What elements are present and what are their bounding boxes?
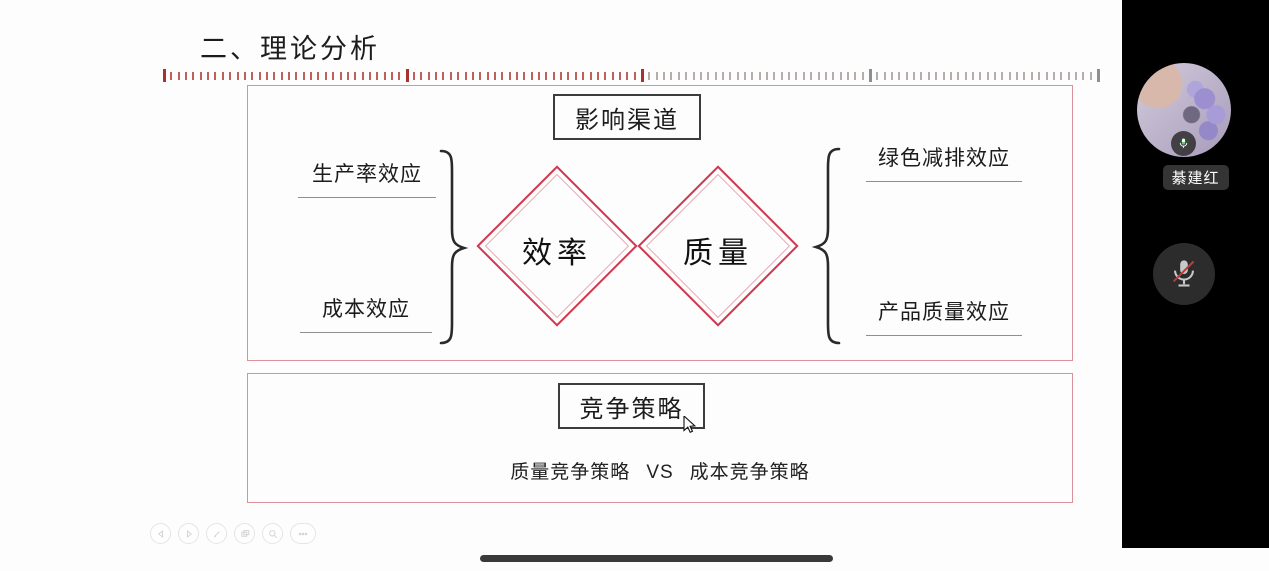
slide-title: 二、理论分析 xyxy=(200,34,380,64)
effect-cost-label: 成本效应 xyxy=(300,293,432,333)
strategy-box: 竞争策略 xyxy=(558,383,705,429)
strategy-frame xyxy=(247,373,1073,503)
muted-participant-tile[interactable] xyxy=(1153,243,1215,305)
mouse-cursor xyxy=(683,414,699,439)
strategy-comparison-line: 质量竞争策略 VS 成本竞争策略 xyxy=(247,457,1073,484)
microphone-muted-icon xyxy=(1173,260,1194,287)
cost-strategy-text: 成本竞争策略 xyxy=(689,462,810,483)
vs-text: VS xyxy=(646,462,674,483)
channels-frame xyxy=(247,85,1073,361)
participant-name: 綦建红 xyxy=(1162,165,1229,190)
progress-ruler xyxy=(163,69,1100,83)
effect-productivity-label: 生产率效应 xyxy=(298,158,436,198)
more-options-icon[interactable] xyxy=(290,523,316,544)
effect-green-emission-label: 绿色减排效应 xyxy=(866,142,1022,182)
pen-icon[interactable] xyxy=(206,523,227,544)
quality-label: 质量 xyxy=(683,237,753,270)
magnifier-icon[interactable] xyxy=(262,523,283,544)
right-curly-brace xyxy=(436,149,469,350)
channel-box: 影响渠道 xyxy=(553,94,701,140)
left-curly-brace xyxy=(811,147,844,350)
taskbar-handle[interactable] xyxy=(480,555,833,562)
slides-panel-icon[interactable] xyxy=(234,523,255,544)
previous-slide-icon[interactable] xyxy=(150,523,171,544)
efficiency-label: 效率 xyxy=(522,237,592,270)
participants-sidebar: 綦建红 xyxy=(1122,0,1269,548)
quality-strategy-text: 质量竞争策略 xyxy=(510,462,631,483)
microphone-active-icon xyxy=(1171,131,1196,156)
next-slide-icon[interactable] xyxy=(178,523,199,544)
annotation-toolbar xyxy=(150,523,316,544)
effect-product-quality-label: 产品质量效应 xyxy=(866,296,1022,336)
